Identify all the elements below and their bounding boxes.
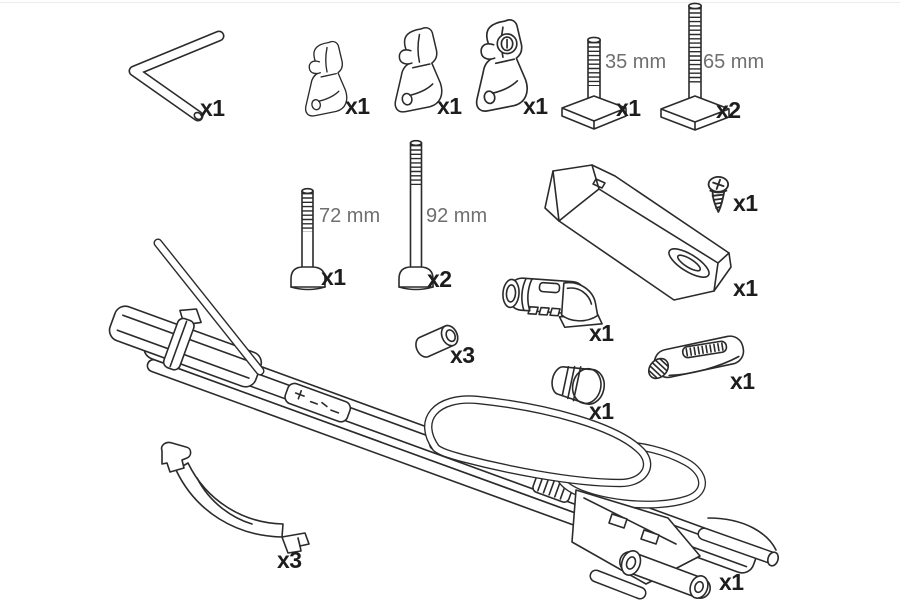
qty-label-hex-key: x1 xyxy=(200,95,225,121)
dim-label-t-bolt-92: 92 mm xyxy=(426,205,488,227)
part-screw xyxy=(707,175,730,213)
dim-label-t-bolt-72: 72 mm xyxy=(319,205,381,227)
part-t-bolt-92 xyxy=(398,139,434,291)
part-adapter-wedge xyxy=(544,164,732,301)
part-bike-tray-assembly xyxy=(108,238,780,600)
part-hex-key xyxy=(128,30,225,122)
qty-label-wheel-strap: x3 xyxy=(277,547,302,573)
qty-label-holder-claw-lock: x1 xyxy=(523,93,548,119)
part-holder-claw-small xyxy=(304,40,348,117)
wheel-rod xyxy=(153,238,265,376)
qty-label-holder-claw-medium: x1 xyxy=(437,93,462,119)
qty-label-spacer-sleeve: x3 xyxy=(450,342,475,368)
part-holder-claw-lock xyxy=(475,19,528,112)
part-spacer-sleeve xyxy=(415,324,459,358)
qty-label-t-bolt-72: x1 xyxy=(321,264,346,290)
part-wheel-strap xyxy=(160,441,310,554)
qty-label-lock-cylinder: x1 xyxy=(589,320,614,346)
part-t-bolt-72 xyxy=(290,187,326,291)
part-end-cap xyxy=(551,365,605,405)
part-rubber-sleeve xyxy=(647,335,745,380)
part-t-bolt-35 xyxy=(561,36,627,130)
part-lock-cylinder xyxy=(502,277,603,329)
dim-label-t-bolt-35: 35 mm xyxy=(605,51,667,73)
qty-label-adapter-wedge: x1 xyxy=(733,275,758,301)
qty-label-t-bolt-65: x2 xyxy=(716,97,741,123)
part-t-bolt-65 xyxy=(660,2,730,131)
dim-label-t-bolt-65: 65 mm xyxy=(703,51,765,73)
qty-label-end-cap: x1 xyxy=(589,398,614,424)
qty-label-t-bolt-92: x2 xyxy=(427,266,452,292)
qty-label-screw: x1 xyxy=(733,190,758,216)
part-holder-claw-medium xyxy=(394,26,443,113)
top-divider xyxy=(0,2,900,3)
qty-label-rubber-sleeve: x1 xyxy=(730,368,755,394)
qty-label-bike-tray-assembly: x1 xyxy=(719,569,744,595)
qty-label-holder-claw-small: x1 xyxy=(345,93,370,119)
qty-label-t-bolt-35: x1 xyxy=(616,95,641,121)
